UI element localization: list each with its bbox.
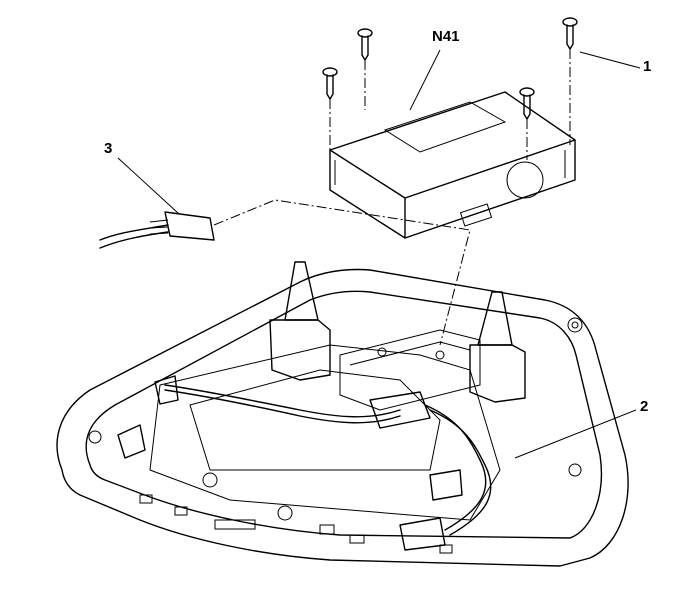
screw-icon [562,17,578,50]
leader-1 [579,51,641,69]
label-1: 1 [643,58,652,75]
connector-plug [99,211,215,249]
control-module-n41 [329,91,576,239]
roof-console-housing [56,261,629,567]
screw-icon [322,67,338,100]
leader-3 [117,157,179,214]
alignment-line [213,199,471,346]
screw-icon [357,28,373,61]
leader-n41 [409,49,441,111]
screws [322,17,578,160]
leader-2 [514,409,637,459]
label-n41: N41 [432,28,460,45]
label-2: 2 [640,398,649,415]
label-3: 3 [104,140,113,157]
